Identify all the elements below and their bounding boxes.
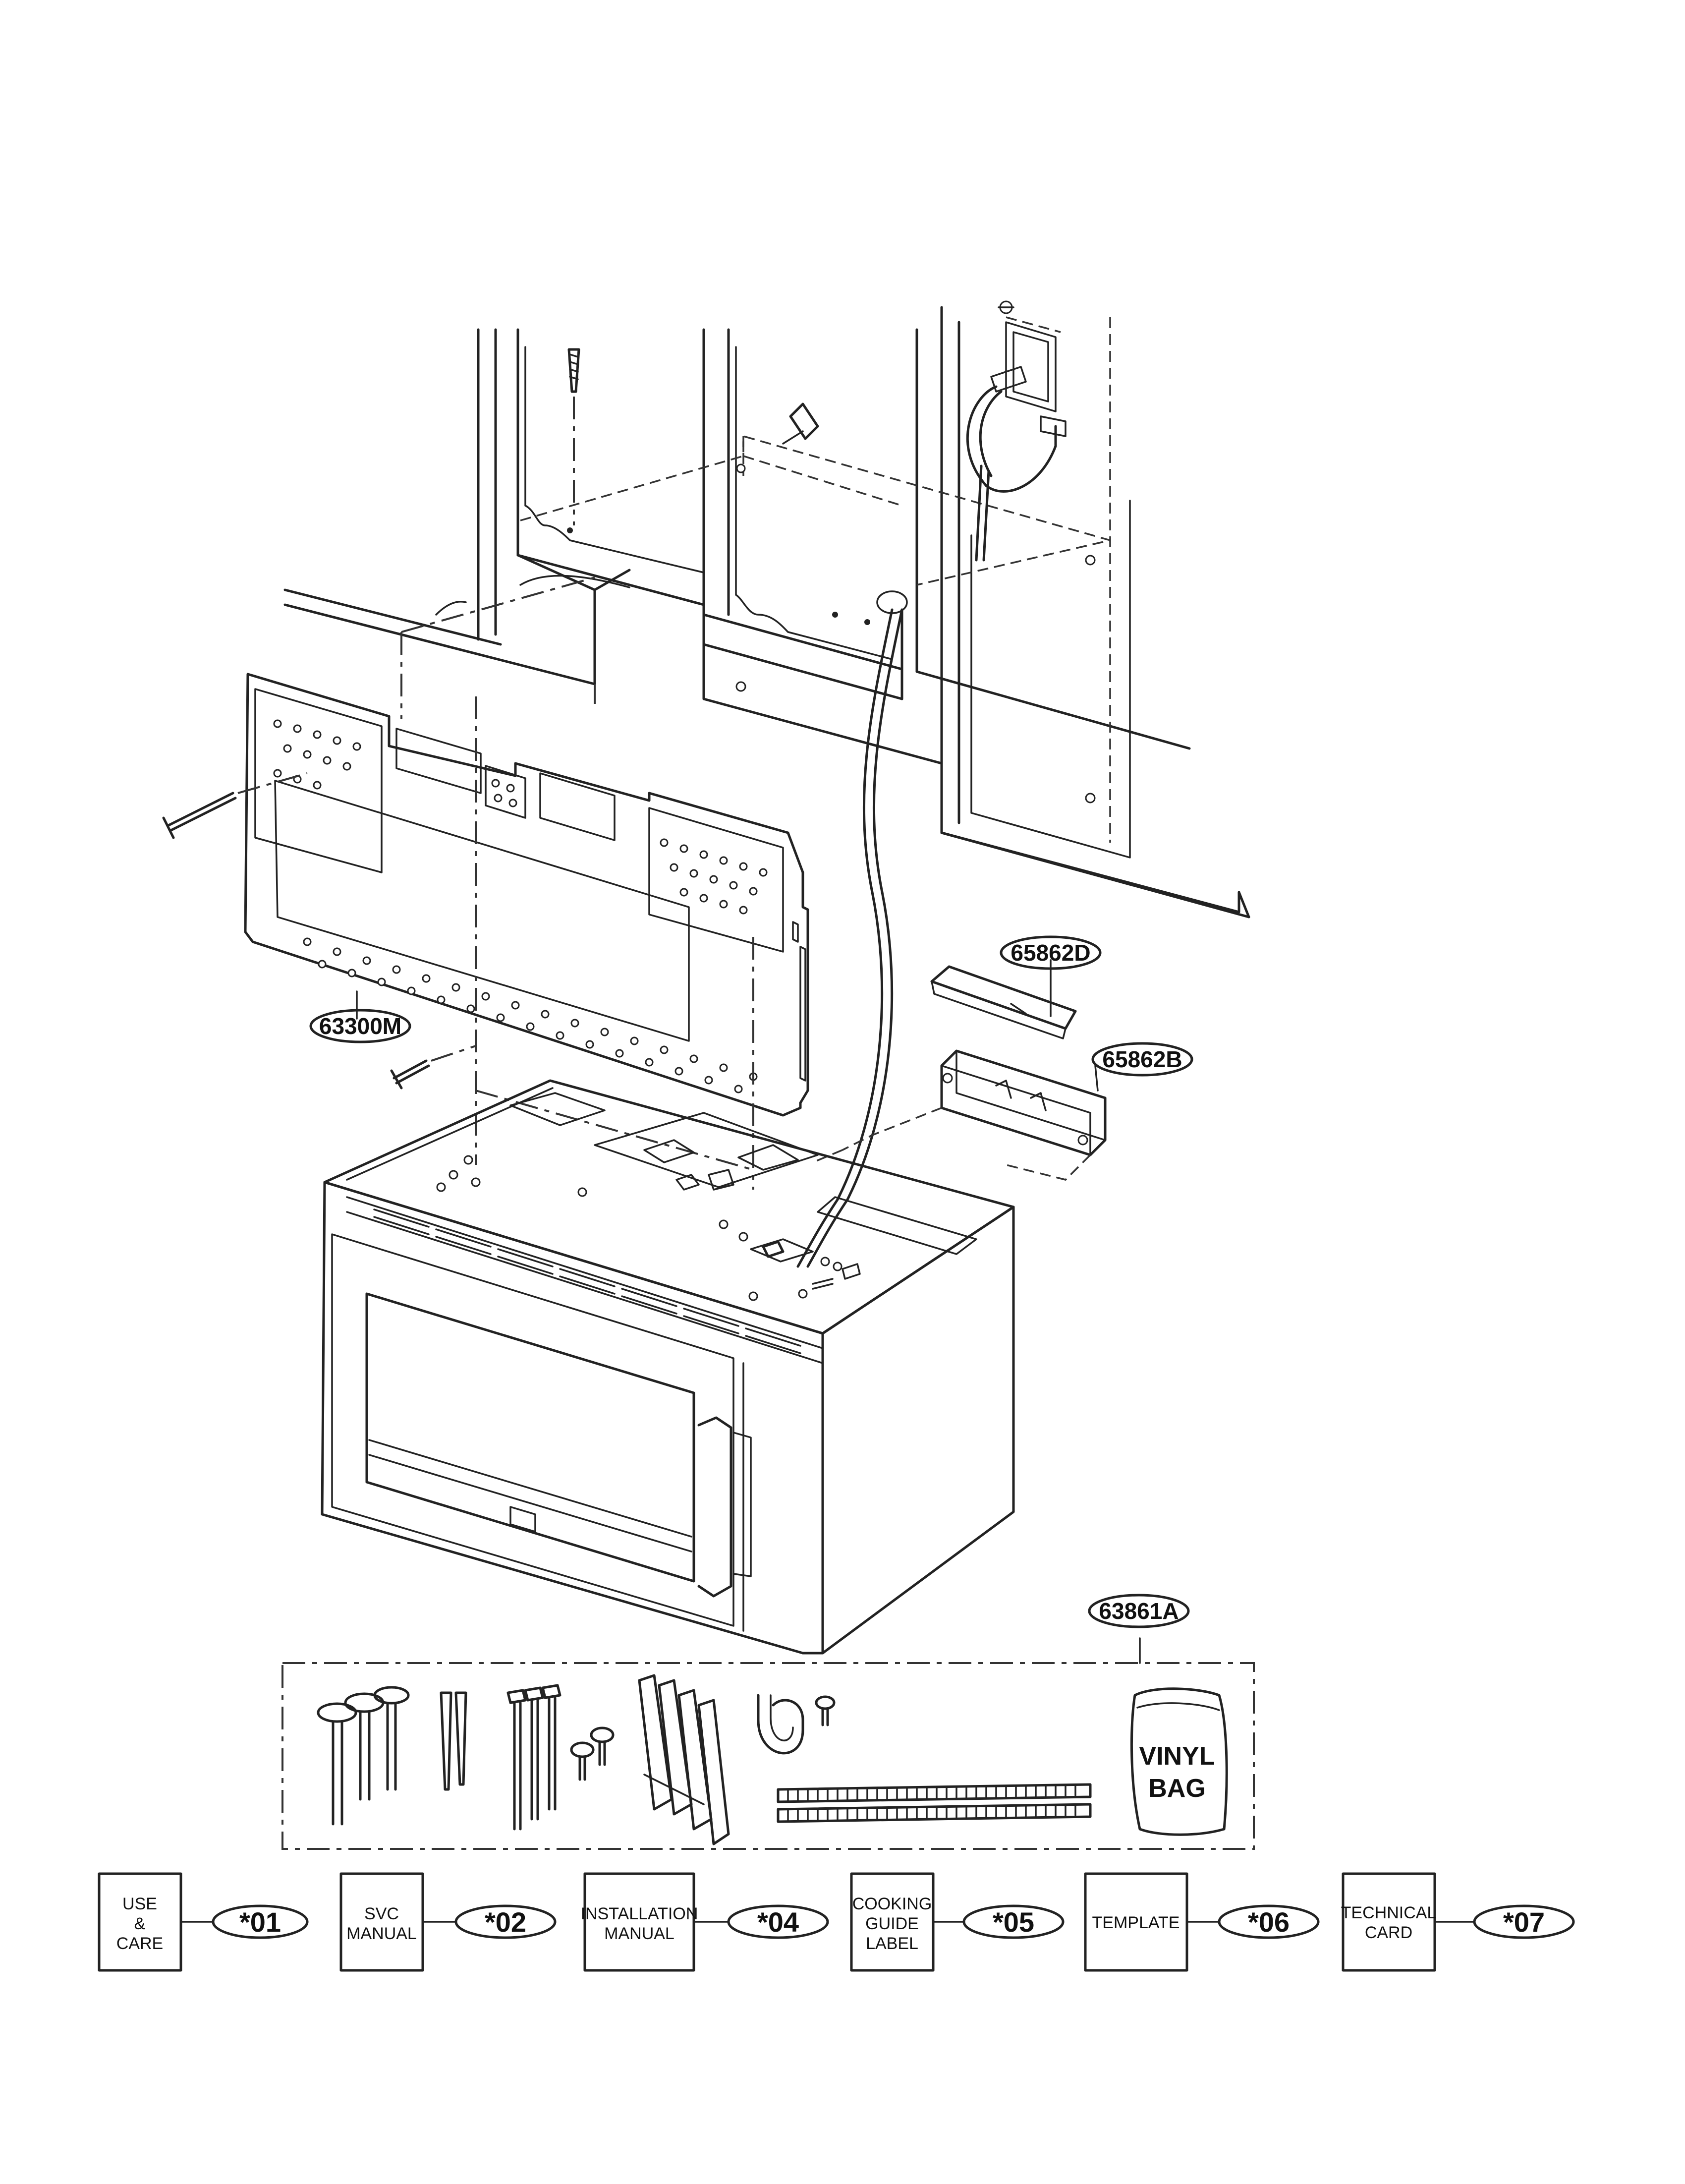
- callout-63300M: 63300M: [319, 1013, 401, 1039]
- toggle-wings: [638, 1674, 730, 1845]
- doc-label: &: [134, 1914, 146, 1933]
- hardware-kit: VINYL BAG: [281, 1637, 1255, 1850]
- doc-label: TEMPLATE: [1092, 1913, 1180, 1932]
- doc-label: CARE: [116, 1934, 163, 1953]
- vinyl-bag-label-line2: BAG: [1148, 1774, 1206, 1803]
- toggle-bolts: [506, 1684, 562, 1831]
- callout-65862B: 65862B: [1102, 1046, 1182, 1072]
- doc-code: *04: [757, 1906, 799, 1938]
- part-callouts: 63300M 65862D 65862B 63861A: [309, 935, 1193, 1628]
- doc-label: GUIDE: [865, 1914, 919, 1933]
- doc-label: MANUAL: [604, 1924, 674, 1943]
- doc-label: CARD: [1365, 1923, 1412, 1942]
- callout-63861A-oval: [1088, 1594, 1190, 1628]
- small-screws: [570, 1726, 615, 1781]
- mounting-plate-holes: [273, 719, 768, 1093]
- callout-63861A: 63861A: [1099, 1598, 1179, 1624]
- doc-label: SVC: [364, 1904, 399, 1923]
- wood-screws: [440, 1691, 467, 1791]
- vinyl-bag-label-line1: VINYL: [1139, 1742, 1215, 1771]
- doc-code: *05: [993, 1906, 1034, 1938]
- callout-63300M-oval: [309, 1009, 411, 1043]
- hardware-strips: [777, 1783, 1092, 1823]
- upper-cabinets: [283, 300, 1250, 1268]
- doc-label: LABEL: [866, 1934, 918, 1953]
- cord-clamp: [757, 1694, 836, 1755]
- callout-65862D-oval: [1000, 935, 1102, 970]
- long-screws: [317, 1686, 410, 1826]
- doc-label: USE: [122, 1895, 157, 1913]
- doc-label: COOKING: [852, 1895, 932, 1913]
- doc-label: INSTALLATION: [581, 1904, 698, 1923]
- mounting-plate: [162, 576, 809, 1190]
- doc-code: *06: [1248, 1906, 1290, 1938]
- damper-parts: [812, 965, 1107, 1181]
- document-list: USE & CARE *01 SVC MANUAL *02 INSTALLATI…: [98, 1872, 1575, 1972]
- doc-code: *02: [485, 1906, 526, 1938]
- doc-label: MANUAL: [346, 1924, 417, 1943]
- doc-code: *01: [239, 1906, 281, 1938]
- microwave-oven: [321, 1079, 1015, 1655]
- doc-code: *07: [1503, 1906, 1545, 1938]
- callout-65862B-oval: [1091, 1042, 1193, 1077]
- doc-label: TECHNICAL: [1341, 1903, 1437, 1922]
- vinyl-bag: VINYL BAG: [1130, 1687, 1228, 1836]
- callout-65862D: 65862D: [1011, 940, 1090, 966]
